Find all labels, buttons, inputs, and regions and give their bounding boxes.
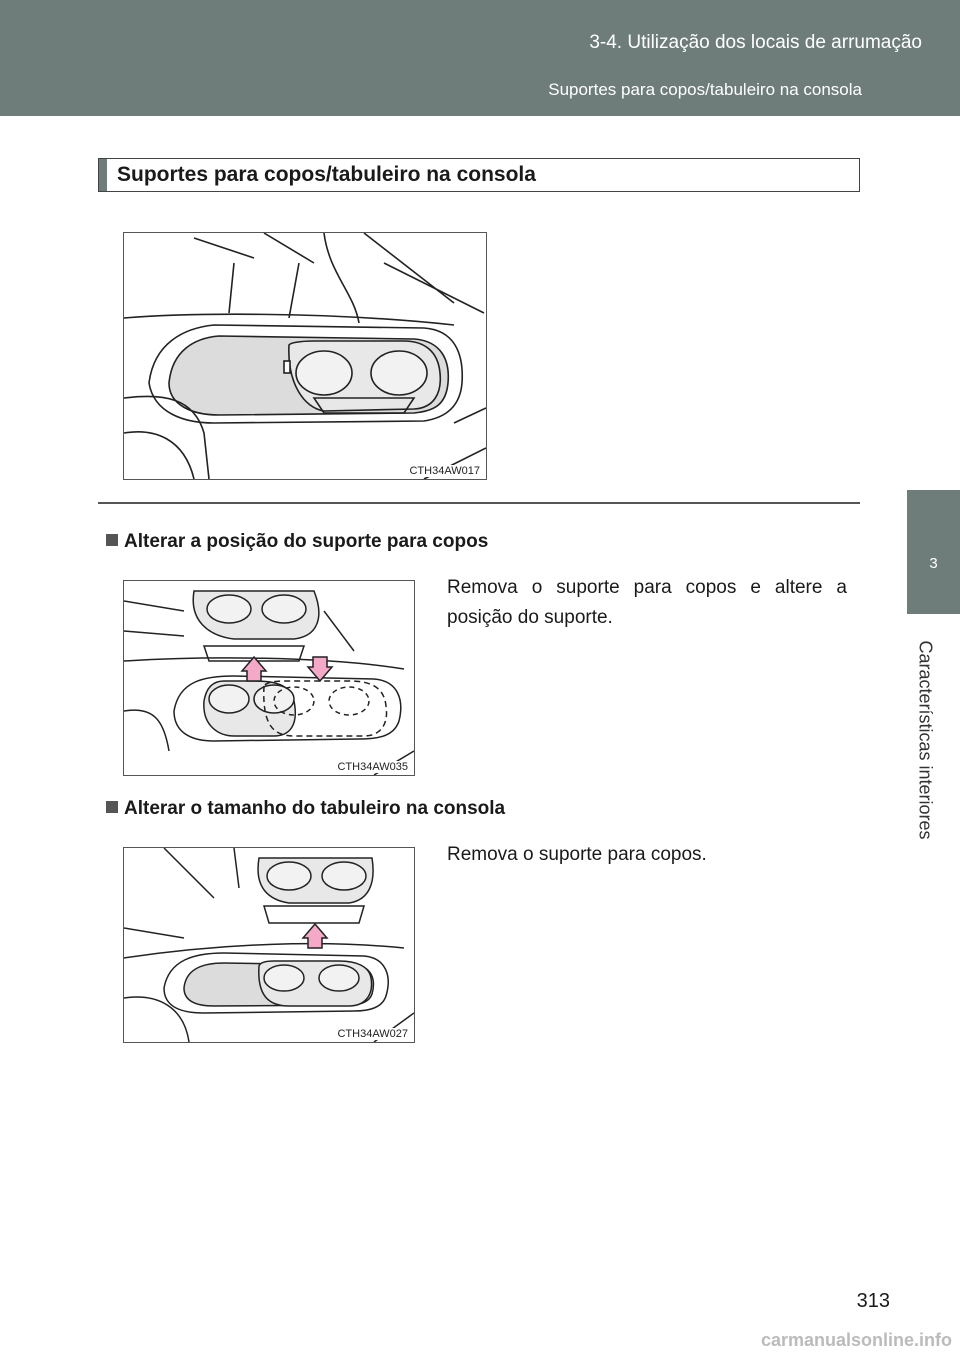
section-divider: [98, 502, 860, 504]
chapter-title: 3-4. Utilização dos locais de arrumação: [589, 32, 922, 53]
subsection-heading: Alterar a posição do suporte para copos: [106, 531, 488, 553]
figure-code: CTH34AW027: [335, 1028, 410, 1040]
console-illustration: [124, 233, 486, 479]
tray-size-illustration: [124, 848, 414, 1042]
figure-code: CTH34AW035: [335, 761, 410, 773]
chapter-tab-label: Características interiores: [915, 640, 936, 840]
chapter-tab: [907, 490, 960, 614]
figure-change-tray-size: CTH34AW027: [123, 847, 415, 1043]
subsection-heading: Alterar o tamanho do tabuleiro na consol…: [106, 798, 505, 820]
figure-code: CTH34AW017: [407, 465, 482, 477]
section-title-bar: [99, 159, 107, 191]
bullet-square: [106, 801, 118, 813]
subsection-text: Remova o suporte para copos e altere a p…: [447, 577, 847, 628]
footer-watermark: carmanualsonline.info: [760, 1330, 952, 1350]
figure-console-cupholder: CTH34AW017: [123, 232, 487, 480]
cupholder-position-illustration: [124, 590, 414, 775]
chapter-tab-number: 3: [929, 555, 938, 572]
subsection-text: Remova o suporte para copos.: [447, 844, 707, 865]
bullet-square: [106, 534, 118, 546]
figure-change-cupholder-position: CTH34AW035: [123, 580, 415, 776]
section-title: Suportes para copos/tabuleiro na consola: [117, 163, 536, 186]
header-band: [0, 0, 960, 116]
page-number: 313: [856, 1290, 890, 1312]
section-title-box: Suportes para copos/tabuleiro na consola: [98, 158, 860, 192]
section-header: Suportes para copos/tabuleiro na consola: [548, 80, 862, 99]
